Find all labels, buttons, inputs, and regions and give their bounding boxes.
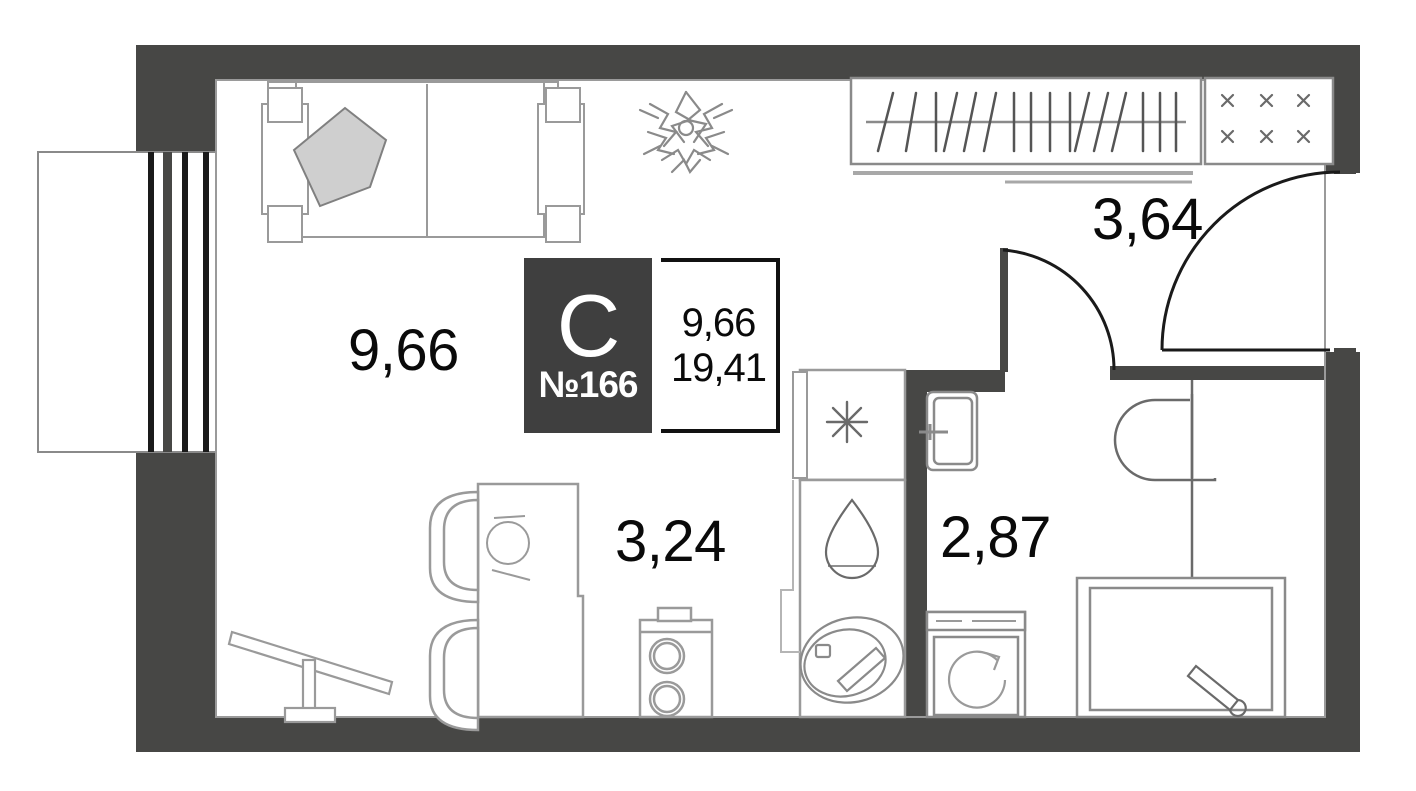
dining-table bbox=[476, 482, 585, 719]
potted-plant-icon bbox=[638, 90, 734, 174]
unit-number: №166 bbox=[538, 364, 639, 406]
hanging-clothes-icon bbox=[876, 91, 1178, 153]
bathroom-sink-icon bbox=[919, 390, 979, 472]
total-living-area: 9,66 bbox=[681, 300, 757, 345]
kitchen-sink-icon bbox=[799, 616, 905, 704]
wardrobe bbox=[849, 76, 1335, 184]
place-setting-icon bbox=[486, 515, 531, 581]
toilet-icon bbox=[1113, 394, 1222, 482]
cooktop bbox=[638, 606, 714, 719]
shower-icon bbox=[1075, 576, 1287, 719]
unit-class-letter: C bbox=[556, 275, 621, 375]
unit-badge: C №166 bbox=[524, 258, 652, 433]
area-label-living-room: 9,66 bbox=[348, 318, 459, 383]
door-entry bbox=[1160, 170, 1341, 352]
area-label-hallway: 3,64 bbox=[1092, 187, 1203, 252]
door-bathroom bbox=[1002, 248, 1116, 371]
plant-pot-icon bbox=[824, 498, 880, 580]
washing-machine-icon bbox=[925, 610, 1027, 719]
area-label-bathroom: 2,87 bbox=[940, 505, 1051, 570]
throw-pillow bbox=[292, 106, 388, 208]
sofa bbox=[261, 81, 585, 243]
area-label-kitchen: 3,24 bbox=[615, 509, 726, 574]
folded-items-icon bbox=[1220, 93, 1311, 144]
refrigerator-icon bbox=[825, 400, 869, 444]
window-left bbox=[37, 151, 217, 453]
chair bbox=[428, 490, 480, 604]
interior-outline bbox=[215, 79, 1326, 718]
total-area: 19,41 bbox=[670, 345, 767, 390]
bathroom-fixtures bbox=[919, 380, 1287, 719]
chair bbox=[428, 618, 480, 732]
tv-stand bbox=[227, 630, 394, 724]
area-totals-box: 9,66 19,41 bbox=[661, 258, 780, 433]
kitchen-units bbox=[780, 368, 907, 719]
